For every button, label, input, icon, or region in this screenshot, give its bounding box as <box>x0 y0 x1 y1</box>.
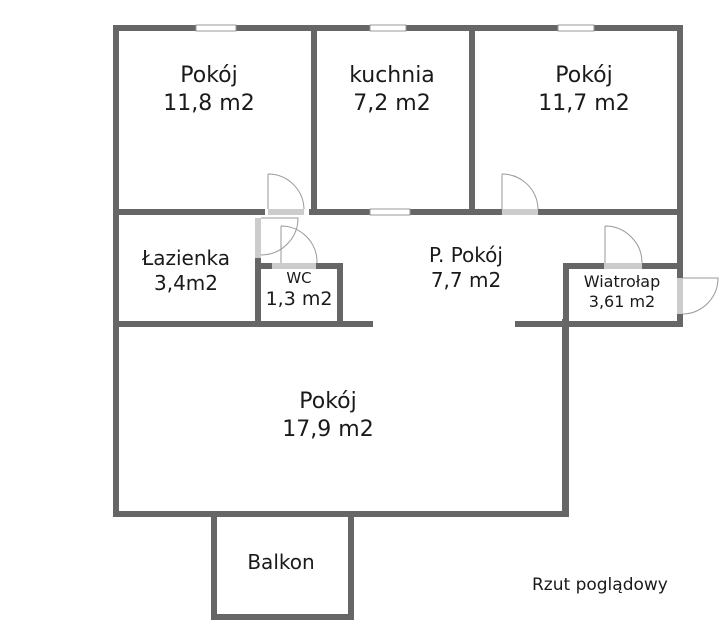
room-area: 11,8 m2 <box>163 90 255 116</box>
door-swing-icon <box>260 217 299 256</box>
room-label-balkon: Balkon <box>247 550 314 575</box>
caption: Rzut poglądowy <box>532 575 668 595</box>
room-name: Pokój <box>555 63 613 88</box>
room-label-pokoj-3: Pokój 17,9 m2 <box>282 388 373 443</box>
outer-wall <box>113 25 683 321</box>
room-area: 3,4m2 <box>153 271 218 295</box>
room-label-kuchnia: kuchnia 7,2 m2 <box>349 62 435 117</box>
room-area: 7,2 m2 <box>353 90 431 116</box>
room-label-przedpokoj: P. Pokój 7,7 m2 <box>429 243 503 293</box>
room-label-lazienka: Łazienka 3,4m2 <box>142 246 230 296</box>
room-area: 3,61 m2 <box>588 292 656 311</box>
room-area: 7,7 m2 <box>430 268 502 292</box>
window-icon <box>195 24 237 32</box>
room-name: P. Pokój <box>429 243 503 267</box>
room-label-wiatrolap: Wiatrołap 3,61 m2 <box>584 272 661 312</box>
room-label-pokoj-1: Pokój 11,8 m2 <box>163 62 254 117</box>
door-swing-icon <box>267 173 305 210</box>
room-name: Balkon <box>247 550 315 574</box>
room-name: Łazienka <box>141 246 231 270</box>
room-name: WC <box>286 269 312 287</box>
window-icon <box>369 24 407 32</box>
door-swing-icon <box>682 277 719 315</box>
room-area: 1,3 m2 <box>265 287 333 310</box>
balcony-wall <box>211 511 354 620</box>
room-area: 17,9 m2 <box>282 416 374 442</box>
room-label-wc: WC 1,3 m2 <box>266 269 333 312</box>
window-icon <box>557 24 595 32</box>
room-name: Pokój <box>299 389 357 414</box>
room-name: kuchnia <box>349 63 435 88</box>
door-swing-icon <box>501 173 539 210</box>
room-name: Wiatrołap <box>583 272 661 291</box>
room-name: Pokój <box>180 63 238 88</box>
room-area: 11,7 m2 <box>538 90 630 116</box>
room-label-pokoj-2: Pokój 11,7 m2 <box>538 62 629 117</box>
door-swing-icon <box>280 225 318 264</box>
door-swing-icon <box>604 225 643 264</box>
sliding-door-icon <box>369 208 411 216</box>
